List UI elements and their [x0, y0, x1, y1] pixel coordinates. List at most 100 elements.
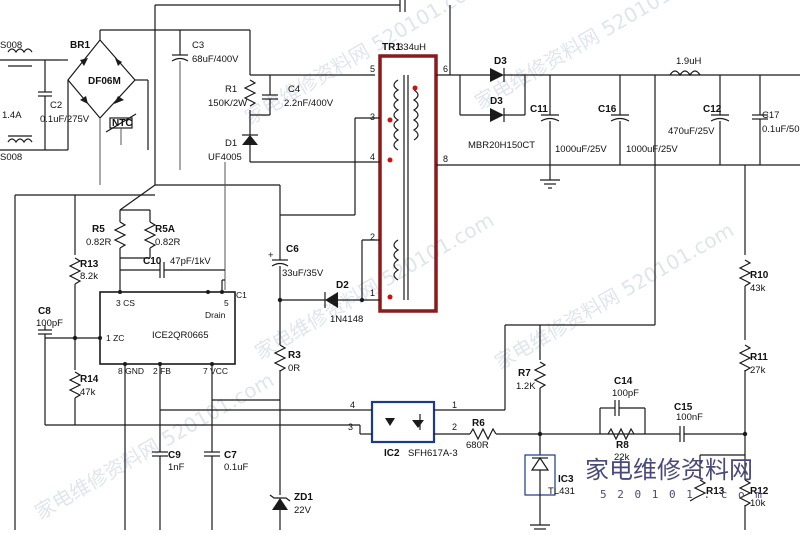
d1-part: UF4005: [208, 152, 242, 163]
r12-value: 10k: [750, 498, 766, 509]
r10-value: 43k: [750, 283, 766, 294]
c14-ref: C14: [614, 376, 633, 387]
output-capacitors: C11 1000uF/25V C16 1000uF/25V 1.9uH C12 …: [530, 56, 800, 189]
ic3-part: TL431: [548, 486, 575, 497]
ic2-part: SFH617A-3: [408, 448, 458, 459]
d3-part: MBR20H150CT: [468, 140, 535, 151]
c16-ref: C16: [598, 104, 617, 115]
snubber-network: R1 150K/2W C4 2.2nF/400V D1 UF4005: [208, 30, 375, 163]
c9-value: 1nF: [168, 462, 185, 473]
tr-pin-1: 1: [370, 288, 375, 298]
d1-ref: D1: [225, 138, 237, 149]
br1-ref: BR1: [70, 40, 90, 51]
tr-pin-5: 5: [370, 64, 375, 74]
r5-value: 0.82R: [86, 237, 111, 248]
c6-ref: C6: [286, 244, 299, 255]
secondary-rectifier: D3 D3 MBR20H150CT: [459, 56, 800, 151]
tr-pin-3: 3: [370, 112, 375, 122]
ic1-pin-zc: 1 ZC: [106, 333, 124, 343]
c11-value: 1000uF/25V: [555, 144, 607, 155]
r12-ref: R12: [750, 486, 769, 497]
ic1-pin-drain: Drain: [205, 310, 226, 320]
choke-label-bottom: S008: [0, 152, 22, 163]
ic1-part: ICE2QR0665: [152, 330, 209, 341]
tr-pin-4: 4: [370, 152, 375, 162]
ntc-label: NTC: [112, 118, 133, 129]
d3b-ref: D3: [490, 96, 503, 107]
ghost-watermark-1: 家电维修资料网 520101.com: [241, 0, 488, 129]
choke-label-top: S008: [0, 40, 22, 51]
r13-value: 8.2k: [80, 271, 98, 282]
oc-pin-1: 1: [452, 400, 457, 410]
tr-pin-6: 6: [443, 64, 448, 74]
c6-plus: +: [268, 250, 274, 261]
optocoupler-ic2: 4 3 1 2 IC2 SFH617A-3: [348, 400, 505, 459]
r10-ref: R10: [750, 270, 769, 281]
watermark-logo: 家电维修资料网 5 2 0 1 0 1 . c o m: [585, 456, 764, 501]
c4-value: 2.2nF/400V: [284, 98, 334, 109]
c2-ref: C2: [50, 100, 62, 111]
c17-ref: C17: [762, 110, 779, 121]
input-filter: S008 S008 1.4A C2 0.1uF/275V: [0, 40, 90, 163]
watermark-cn: 家电维修资料网: [585, 456, 753, 484]
r5-ref: R5: [92, 224, 105, 235]
transformer-tr1: TR1 334uH 5 6 3 4 8 2 1: [354, 42, 800, 313]
c9-ref: C9: [168, 450, 181, 461]
ghost-watermark-4: 家电维修资料网 520101.com: [491, 218, 738, 375]
r13-ref: R13: [80, 259, 99, 270]
c14-value: 100pF: [612, 388, 639, 399]
c11-ref: C11: [530, 104, 548, 115]
vcc-supply: + C6 33uF/35V D2 1N4148 R3 0R ZD1 22V: [212, 185, 365, 530]
fuse-value: 1.4A: [2, 110, 22, 121]
r7-value: 1.2K: [516, 381, 536, 392]
ic1-pin-cs: 3 CS: [116, 298, 135, 308]
r14-ref: R14: [80, 374, 99, 385]
bridge-rectifier-br1: BR1 DF06M: [60, 29, 250, 185]
oc-pin-4: 4: [350, 400, 355, 410]
feedback-divider: R10 43k R11 27k R12 10k R13: [689, 165, 769, 530]
r1-value: 150K/2W: [208, 98, 247, 109]
ic1-ref-tail: C1: [236, 290, 247, 300]
ntc-thermistor: NTC: [105, 113, 137, 145]
r8-ref: R8: [616, 440, 629, 451]
ic2-ref: IC2: [384, 448, 400, 459]
error-amplifier: R6 680R R7 1.2K IC3 TL431 C14 100pF R8 2…: [466, 75, 748, 530]
r6-ref: R6: [472, 418, 485, 429]
decoupling-capacitors: C9 1nF C7 0.1uF: [152, 409, 360, 530]
r3-value: 0R: [288, 363, 300, 374]
c10-value: 47pF/1kV: [170, 256, 211, 267]
ic1-pin-5: 5: [224, 298, 229, 308]
d2-part: 1N4148: [330, 314, 363, 325]
ic1-pin-gnd: 8 GND: [118, 366, 144, 376]
r1-ref: R1: [225, 84, 237, 95]
r3-ref: R3: [288, 350, 301, 361]
c3-value: 68uF/400V: [192, 54, 239, 65]
c15-value: 100nF: [676, 412, 703, 423]
tr-pin-8: 8: [443, 154, 448, 164]
c7-ref: C7: [224, 450, 237, 461]
current-sense-resistors: R5 0.82R R5A 0.82R: [14, 162, 280, 530]
capacitor-c3: C3 68uF/400V: [171, 30, 239, 170]
tr1-value: 334uH: [398, 42, 426, 53]
tr1-ref: TR1: [382, 42, 401, 53]
tr-pin-2: 2: [370, 232, 375, 242]
r13b-ref: R13: [706, 486, 725, 497]
br1-part: DF06M: [88, 76, 121, 87]
capacitor-c10: C10 47pF/1kV: [120, 256, 225, 278]
r5a-value: 0.82R: [155, 237, 180, 248]
r7-ref: R7: [518, 368, 531, 379]
ic1-pin-fb: 2 FB: [153, 366, 171, 376]
r8-value: 22k: [614, 452, 630, 463]
watermark-url: 5 2 0 1 0 1 . c o m: [600, 488, 764, 501]
oc-pin-2: 2: [452, 422, 457, 432]
l2-value: 1.9uH: [676, 56, 701, 67]
c4-ref: C4: [288, 84, 300, 95]
ic1-controller: 3 CS 1 ZC 8 GND 2 FB 7 VCC Drain 5 C1 IC…: [98, 279, 247, 530]
zd1-ref: ZD1: [294, 492, 313, 503]
oc-pin-3: 3: [348, 422, 353, 432]
zd1-value: 22V: [294, 505, 312, 516]
ghost-watermark-5: 家电维修资料网 520101.com: [31, 368, 278, 525]
r5a-ref: R5A: [155, 224, 175, 235]
r11-ref: R11: [750, 352, 768, 363]
c16-value: 1000uF/25V: [626, 144, 678, 155]
